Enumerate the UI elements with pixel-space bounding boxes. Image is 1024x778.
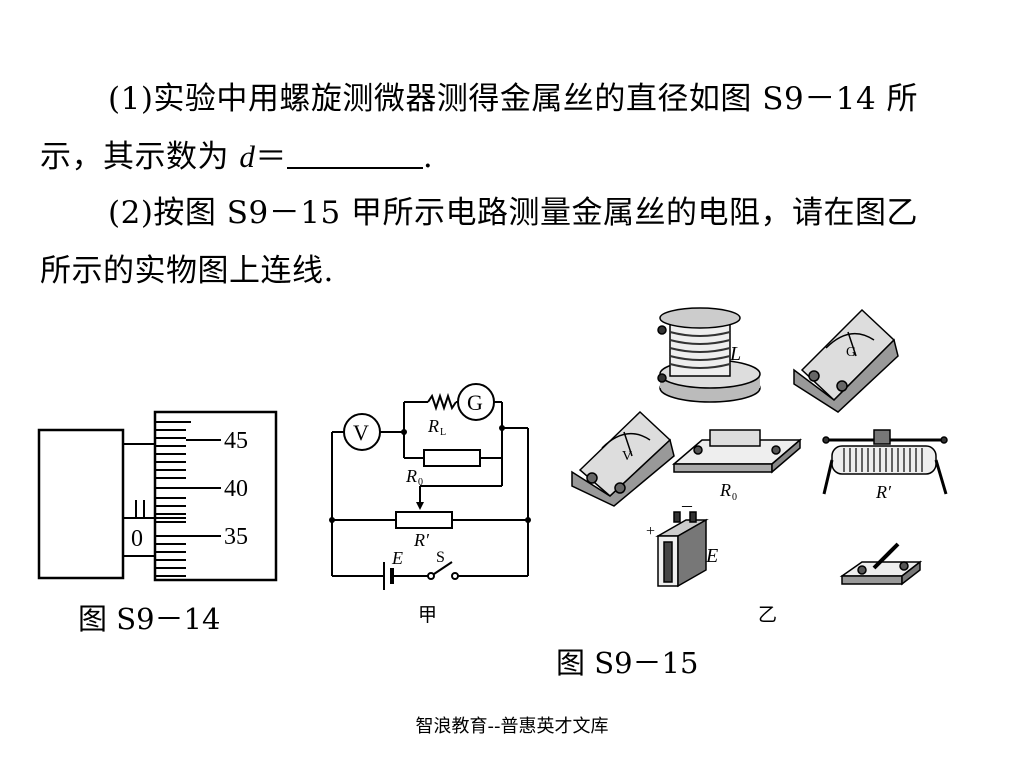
apparatus-voltmeter-label: V (622, 449, 632, 464)
equals-sign: ＝ (255, 139, 287, 175)
r0-label: R (405, 466, 417, 486)
footer-text: 智浪教育--普惠英才文库 (415, 716, 609, 737)
inductor-apparatus (657, 307, 761, 403)
sleeve-label-0: 0 (131, 526, 143, 552)
thimble-label-40: 40 (224, 476, 248, 502)
question-part1-prefix: 示，其示数为 (40, 139, 240, 175)
resistor-r0-symbol (423, 449, 481, 467)
caption-s9-15: 图 S9－15 (556, 646, 699, 680)
period: . (422, 139, 434, 175)
question-part2-line1: (2)按图 S9－15 甲所示电路测量金属丝的电阻，请在图乙 (108, 195, 919, 231)
switch-label: S (436, 549, 445, 566)
emf-label: E (391, 548, 403, 568)
label-jia: 甲 (418, 604, 438, 626)
question-part2: (2)按图 S9－15 甲所示电路测量金属丝的电阻，请在图乙 所示的实物图上连线… (40, 184, 980, 300)
question-part1: (1)实验中用螺旋测微器测得金属丝的直径如图 S9－14 所 示，其示数为 d＝… (40, 70, 980, 186)
rprime-label: R′ (413, 530, 430, 550)
micrometer-figure: 45 40 35 0 (37, 410, 278, 582)
thimble-label-45: 45 (224, 428, 248, 454)
apparatus-battery-minus: － (680, 501, 694, 516)
micrometer-frame (37, 428, 125, 580)
switch-apparatus (839, 542, 923, 586)
galvanometer-label: G (467, 390, 483, 415)
answer-blank (286, 137, 423, 169)
apparatus-r0-subscript: 0 (732, 492, 737, 503)
r0-apparatus (671, 429, 803, 474)
micrometer-thimble (153, 410, 278, 582)
r0-subscript: 0 (418, 477, 423, 488)
apparatus-galvanometer-label: G (846, 345, 856, 360)
thimble-ticks (155, 421, 221, 577)
apparatus-figure: L G V R 0 R′ E + － (571, 307, 948, 588)
resistor-rl-zigzag (427, 392, 457, 412)
variable-d: d (239, 139, 256, 174)
rheostat-apparatus (822, 429, 948, 495)
circuit-diagram: V G R L R 0 R′ E S (329, 383, 531, 590)
apparatus-r0-label: R (719, 480, 731, 500)
label-yi: 乙 (758, 604, 778, 626)
voltmeter-label: V (353, 420, 369, 445)
apparatus-rheostat-label: R′ (875, 482, 892, 502)
apparatus-inductor-label: L (729, 343, 741, 365)
apparatus-battery-label: E (705, 545, 718, 567)
apparatus-battery-plus: + (646, 523, 655, 540)
galvanometer-apparatus (793, 308, 899, 413)
thimble-label-35: 35 (224, 524, 248, 550)
rl-label: R (427, 416, 439, 436)
rheostat-symbol (395, 511, 453, 529)
rl-subscript: L (440, 427, 446, 438)
voltmeter-apparatus (571, 410, 675, 507)
question-part2-line2: 所示的实物图上连线. (40, 253, 334, 289)
question-part1-line1: (1)实验中用螺旋测微器测得金属丝的直径如图 S9－14 所 (108, 81, 919, 117)
caption-s9-14: 图 S9－14 (78, 602, 221, 636)
question-part1-line2: 示，其示数为 d＝. (40, 128, 980, 186)
battery-apparatus (655, 511, 709, 588)
